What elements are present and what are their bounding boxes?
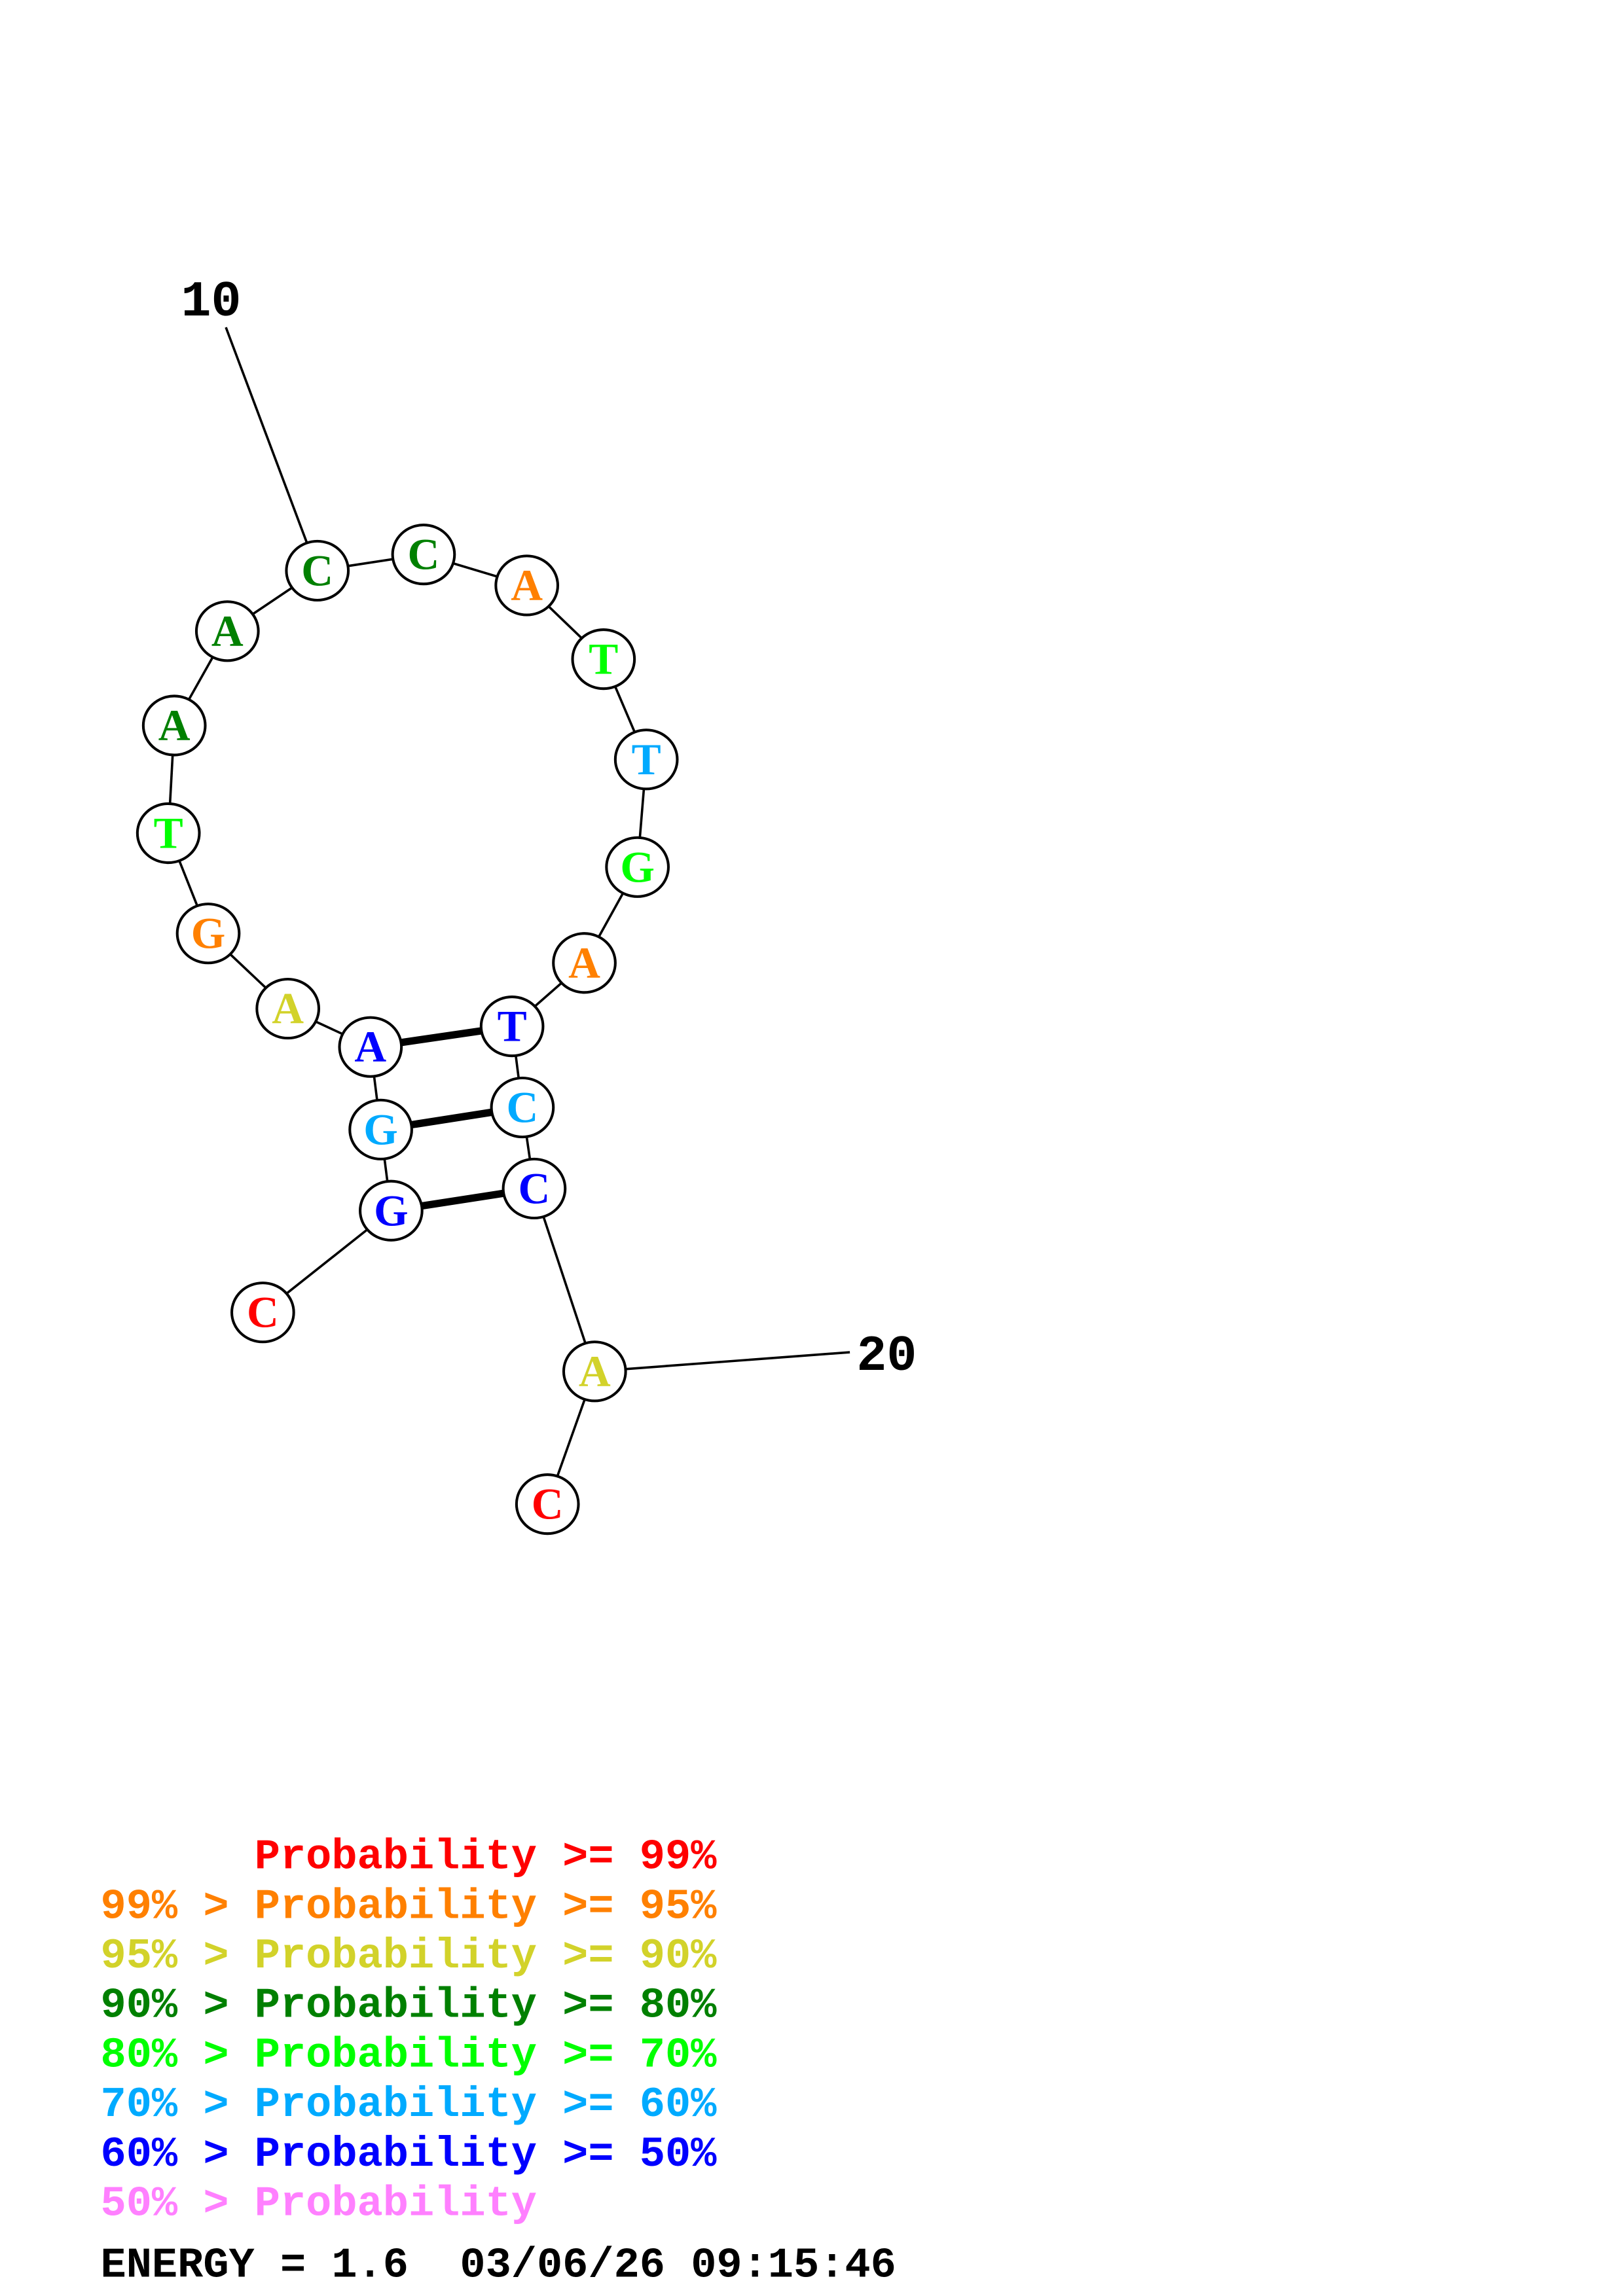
nucleotide-letter: A <box>158 701 191 750</box>
nucleotide: T <box>479 996 545 1058</box>
nucleotide-circle <box>490 1076 555 1139</box>
nucleotide-circle <box>479 996 545 1058</box>
nucleotide-circle <box>194 600 260 662</box>
nucleotide-letter: G <box>374 1186 409 1235</box>
energy-timestamp: ENERGY = 1.6 03/06/26 09:15:46 <box>101 2242 896 2290</box>
nucleotide-letter: A <box>211 607 244 656</box>
legend-entry: 95% > Probability >= 90% <box>101 1932 718 1981</box>
nucleotide: C <box>515 1473 580 1535</box>
legend-entry: 99% > Probability >= 95% <box>101 1882 718 1931</box>
nucleotide: A <box>194 600 260 662</box>
legend-entry: 60% > Probability >= 50% <box>101 2130 718 2179</box>
nucleotide: C <box>285 539 350 602</box>
probability-legend: Probability >= 99%99% > Probability >= 9… <box>101 1833 718 2229</box>
nucleotide-letter: C <box>247 1288 279 1337</box>
nucleotide: A <box>141 694 207 757</box>
nucleotide: G <box>605 836 670 898</box>
position-label: 20 <box>856 1329 917 1386</box>
nucleotide-letter: C <box>506 1083 538 1132</box>
nucleotide: G <box>359 1179 424 1242</box>
nucleotide-circle <box>515 1473 580 1535</box>
nucleotide-circle <box>605 836 670 898</box>
nucleotide-circle <box>359 1179 424 1242</box>
nucleotide: T <box>613 728 679 791</box>
legend-entry: 90% > Probability >= 80% <box>101 1982 718 2030</box>
nucleotide-circle <box>255 977 321 1040</box>
nucleotide-circle <box>136 802 201 865</box>
nucleotide-letter: C <box>519 1164 551 1213</box>
nucleotide-circle <box>562 1340 627 1403</box>
nucleotide: C <box>230 1282 295 1344</box>
nucleotide-circle <box>552 932 617 994</box>
nucleotide-circle <box>338 1016 403 1078</box>
legend-entry: 50% > Probability <box>101 2180 537 2229</box>
nucleotide-letter: T <box>154 809 183 858</box>
nucleotide-circle <box>391 524 456 586</box>
position-label-tick <box>594 1351 850 1373</box>
nucleotide-letter: A <box>511 561 543 610</box>
nucleotide: T <box>571 628 636 691</box>
nucleotide: T <box>136 802 201 865</box>
nucleotide: A <box>552 932 617 994</box>
nucleotide-letter: T <box>589 635 618 684</box>
nucleotide-letter: G <box>620 842 655 891</box>
position-label: 10 <box>181 274 242 331</box>
nucleotide-letter: G <box>363 1105 398 1154</box>
nucleotide: A <box>338 1016 403 1078</box>
nucleotide: A <box>562 1340 627 1403</box>
nucleotide-circle <box>285 539 350 602</box>
nucleotide-circle <box>175 903 241 965</box>
position-labels: 10 20 <box>181 274 917 1386</box>
nucleotide-circle <box>348 1098 413 1160</box>
nucleotide: A <box>494 554 560 617</box>
nucleotide-letter: T <box>498 1002 527 1051</box>
nucleotide: C <box>490 1076 555 1139</box>
legend-entry: Probability >= 99% <box>101 1833 718 1882</box>
nucleotide: G <box>175 903 241 965</box>
nucleotide-letter: T <box>632 735 661 784</box>
nucleotide-letter: A <box>272 984 304 1033</box>
nucleotide-letter: C <box>301 546 333 595</box>
position-label-tick <box>225 327 319 571</box>
nucleotide-letter: G <box>191 909 226 958</box>
legend-entry: 70% > Probability >= 60% <box>101 2081 718 2129</box>
nucleotide-circle <box>613 728 679 791</box>
nucleotide-letter: C <box>532 1480 564 1529</box>
nucleotide-circle <box>494 554 560 617</box>
nucleotide: A <box>255 977 321 1040</box>
nucleotide-letter: C <box>408 530 440 579</box>
legend-entry: 80% > Probability >= 70% <box>101 2031 718 2079</box>
nucleotide-letter: A <box>568 939 600 988</box>
nucleotide: C <box>391 524 456 586</box>
nucleotide: G <box>348 1098 413 1160</box>
nucleotide: C <box>501 1157 567 1220</box>
nucleotide-circle <box>571 628 636 691</box>
nucleotide-circle <box>501 1157 567 1220</box>
nucleotide-letter: A <box>579 1347 611 1396</box>
nucleotide-letter: A <box>354 1022 386 1071</box>
nucleotide-circle <box>230 1282 295 1344</box>
nucleotide-circle <box>141 694 207 757</box>
backbone-segment <box>533 1188 596 1372</box>
